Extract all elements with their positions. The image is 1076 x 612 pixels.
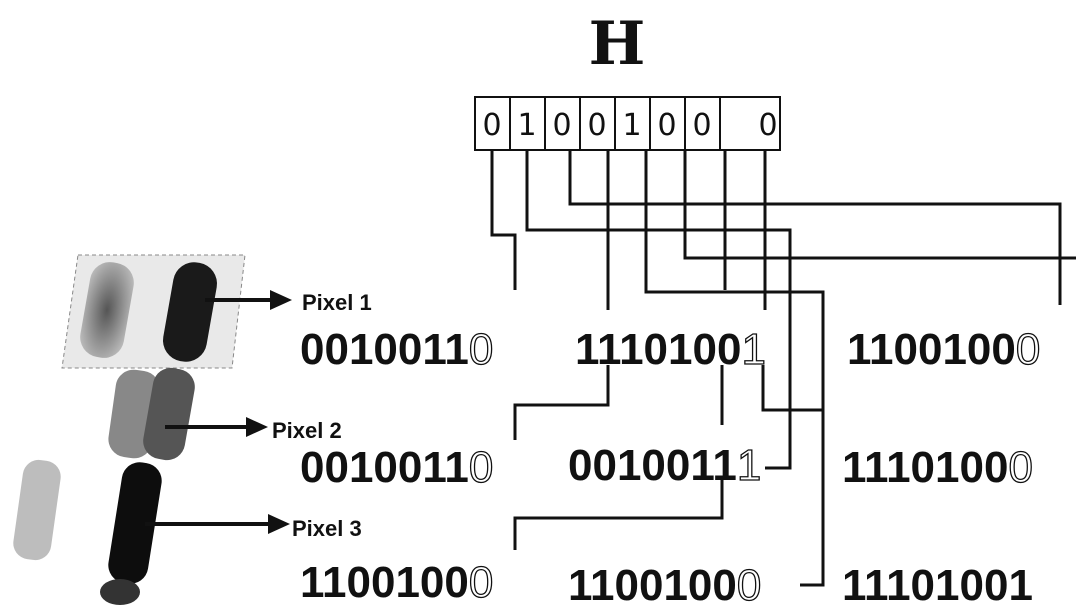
connector-line-bit-5 <box>644 150 825 587</box>
byte-lsb: 1 <box>737 441 761 490</box>
pixel-2-byte-2: 00100111 <box>568 441 761 490</box>
row-connector-lines <box>513 365 825 550</box>
byte-high-bits: 11101001 <box>842 561 1033 610</box>
connector-line-bit-2 <box>525 150 792 470</box>
byte-lsb: 0 <box>1016 325 1040 374</box>
pixel-3-byte-1: 11001000 <box>300 558 493 607</box>
byte-lsb: 0 <box>469 325 493 374</box>
arrow-head-icon <box>270 290 292 310</box>
byte-high-bits: 1100100 <box>568 561 737 610</box>
byte-high-bits: 1100100 <box>300 558 469 607</box>
row-connector-line <box>513 480 724 550</box>
arrow-head-icon <box>246 417 268 437</box>
pixel-grains-illustration <box>13 254 246 605</box>
byte-lsb: 0 <box>469 558 493 607</box>
pixel-2-byte-3: 11101000 <box>842 443 1033 492</box>
pixel-1-byte-1: 00100110 <box>300 325 493 374</box>
byte-high-bits: 1110100 <box>575 325 741 374</box>
grain-shape <box>100 579 140 605</box>
byte-high-bits: 1100100 <box>847 325 1016 374</box>
pixel-3-byte-3: 11101001 <box>842 561 1033 610</box>
bit-box <box>614 96 651 151</box>
grain-shape <box>80 262 134 358</box>
byte-lsb: 0 <box>469 443 493 492</box>
character-letter: H <box>589 9 646 79</box>
bit-value: 1 <box>517 108 536 143</box>
byte-high-bits: 0010011 <box>300 325 469 374</box>
pixel-2-byte-1: 00100110 <box>300 443 493 492</box>
character-bit-boxes: 0 1 0 0 1 0 0 0 <box>474 96 781 151</box>
grain-shape <box>162 262 218 362</box>
grain-shape <box>13 459 61 561</box>
row-connector-line <box>513 365 610 440</box>
bit-value: 1 <box>622 108 641 143</box>
row-connector-line <box>761 365 825 438</box>
bit-box <box>544 96 581 151</box>
byte-high-bits: 1110100 <box>842 443 1008 492</box>
pixel-arrows <box>145 290 292 534</box>
bit-box <box>719 96 781 151</box>
byte-high-bits: 0010011 <box>300 443 469 492</box>
bit-connector-lines <box>490 150 1076 587</box>
bit-value: 0 <box>692 108 711 143</box>
grain-shape <box>143 367 195 461</box>
bit-value: 0 <box>587 108 606 143</box>
connector-line-bit-1 <box>490 150 517 290</box>
grain-shape <box>108 462 162 584</box>
bit-value: 0 <box>482 108 501 143</box>
byte-high-bits: 0010011 <box>568 441 737 490</box>
pixel-1-byte-3: 11001000 <box>847 325 1040 374</box>
pixel-3-byte-2: 11001000 <box>568 561 761 610</box>
byte-lsb: 0 <box>1008 443 1032 492</box>
arrow-head-icon <box>268 514 290 534</box>
pixel-3-label: Pixel 3 <box>292 516 362 541</box>
connector-line-bit-3 <box>568 150 1062 305</box>
bit-value: 0 <box>758 108 777 143</box>
pixel-2-label: Pixel 2 <box>272 418 342 443</box>
connector-line-bit-6 <box>683 150 1076 260</box>
bit-value: 0 <box>552 108 571 143</box>
pixel-1-byte-2: 11101001 <box>575 325 766 374</box>
byte-lsb: 0 <box>737 561 761 610</box>
bit-value: 0 <box>657 108 676 143</box>
pixel-1-label: Pixel 1 <box>302 290 372 315</box>
byte-lsb: 1 <box>741 325 765 374</box>
bit-box <box>684 96 721 151</box>
